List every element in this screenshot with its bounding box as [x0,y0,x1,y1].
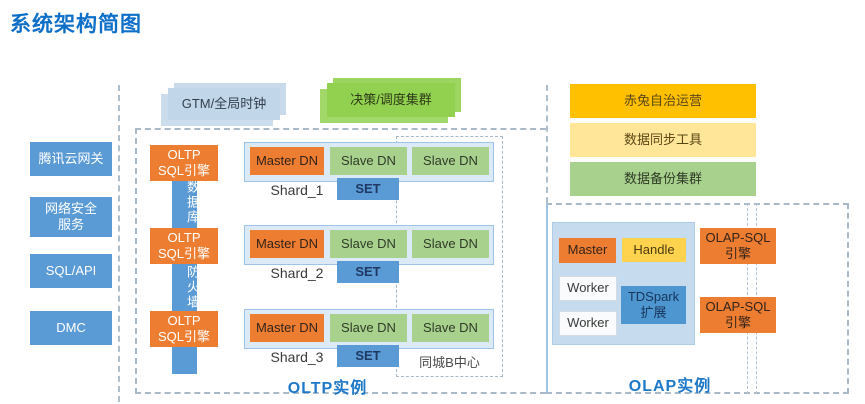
slave-dn-box: Slave DN [412,230,489,258]
olap-worker-box: Worker [559,276,617,301]
node-data-sync-tool: 数据同步工具 [570,123,756,157]
olap-worker-box: Worker [559,311,617,336]
slave-dn-box: Slave DN [412,147,489,175]
pipe-firewall-label: 防火墙 [185,265,200,310]
node-scheduler-cluster: 决策/调度集群 [327,83,455,117]
slave-dn-box: Slave DN [330,230,407,258]
page-title: 系统架构简图 [10,13,142,36]
oltp-zone-frame [135,128,546,394]
left-boundary-dashed-line [118,85,120,402]
olap-zone-label: OLAP实例 [628,378,712,395]
node-dmc: DMC [30,311,112,345]
node-chitu-ops: 赤兔自治运营 [570,84,756,118]
shard-name-label: Shard_2 [270,265,324,281]
master-dn-box: Master DN [250,314,324,342]
center-divider-dashed-line [546,85,548,203]
master-dn-box: Master DN [250,147,324,175]
node-network-security: 网络安全服务 [30,197,112,237]
oltp-zone-label: OLTP实例 [287,380,368,397]
shard-name-label: Shard_3 [270,349,324,365]
slave-dn-box: Slave DN [330,314,407,342]
node-cloud-gateway: 腾讯云网关 [30,142,112,176]
slave-dn-box: Slave DN [412,314,489,342]
olap-tdspark-box: TDSpark扩展 [621,286,686,324]
olap-handle-box: Handle [622,238,686,262]
pipe-database-label: 数据库 [185,180,200,225]
remote-center-label: 同城B中心 [419,355,480,370]
node-backup-cluster: 数据备份集群 [570,162,756,196]
olap-master-box: Master [559,238,616,263]
set-box: SET [337,261,399,283]
shard-name-label: Shard_1 [270,182,324,198]
node-sql-api: SQL/API [30,254,112,288]
set-box: SET [337,345,399,367]
olap-zone-frame [546,203,849,394]
master-dn-box: Master DN [250,230,324,258]
node-gtm-cluster: GTM/全局时钟 [168,88,280,120]
slave-dn-box: Slave DN [330,147,407,175]
set-box: SET [337,178,399,200]
